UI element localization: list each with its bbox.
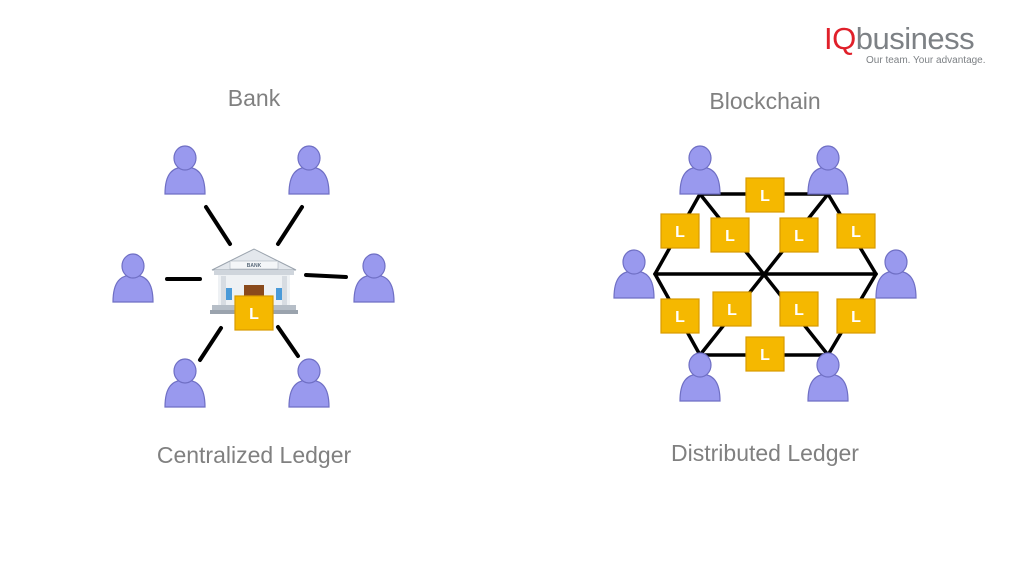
user-icon xyxy=(807,145,849,195)
ledger-box-icon: L xyxy=(660,298,700,334)
logo-business: business xyxy=(855,21,975,56)
ledger-box-icon: L xyxy=(712,291,752,327)
logo-tagline: Our team. Your advantage. xyxy=(866,55,986,66)
ledger-label: L xyxy=(851,309,861,326)
ledger-label: L xyxy=(760,188,770,205)
user-icon xyxy=(288,358,330,408)
user-icon xyxy=(807,352,849,402)
ledger-box-icon: L xyxy=(745,177,785,213)
user-icon xyxy=(164,358,206,408)
bank-sign-text: BANK xyxy=(247,263,262,269)
iqbusiness-logo: IQbusiness Our team. Your advantage. xyxy=(824,22,996,70)
user-icon xyxy=(112,253,154,303)
user-icon xyxy=(288,145,330,195)
ledger-box-icon: L xyxy=(836,298,876,334)
spoke-line xyxy=(304,273,348,279)
user-icon xyxy=(613,249,655,299)
ledger-label: L xyxy=(794,228,804,245)
ledger-box-icon: L xyxy=(836,213,876,249)
spoke-line xyxy=(198,326,223,362)
ledger-label: L xyxy=(727,302,737,319)
ledger-label: L xyxy=(794,302,804,319)
ledger-label: L xyxy=(851,224,861,241)
distributed-ledger-caption: Distributed Ledger xyxy=(671,440,859,466)
spoke-line xyxy=(276,325,300,358)
ledger-label: L xyxy=(760,347,770,364)
ledger-box-icon: L xyxy=(779,291,819,327)
ledger-box-icon: L xyxy=(779,217,819,253)
ledger-label: L xyxy=(675,224,685,241)
user-icon xyxy=(875,249,917,299)
ledger-box-icon: L xyxy=(234,295,274,331)
ledger-label: L xyxy=(249,306,259,323)
user-icon xyxy=(164,145,206,195)
user-icon xyxy=(353,253,395,303)
blockchain-heading: Blockchain xyxy=(709,88,821,114)
logo-wordmark: IQbusiness xyxy=(824,21,975,56)
ledger-box-icon: L xyxy=(660,213,700,249)
logo-iq: IQ xyxy=(824,21,856,56)
ledger-box-icon: L xyxy=(710,217,750,253)
user-icon xyxy=(679,352,721,402)
centralized-ledger-caption: Centralized Ledger xyxy=(156,442,352,468)
ledger-label: L xyxy=(675,309,685,326)
bank-heading: Bank xyxy=(227,85,281,111)
user-icon xyxy=(679,145,721,195)
ledger-box-icon: L xyxy=(745,336,785,372)
spoke-line xyxy=(276,205,304,246)
bank-spokes xyxy=(165,205,348,362)
ledger-label: L xyxy=(725,228,735,245)
spoke-line xyxy=(204,205,232,246)
